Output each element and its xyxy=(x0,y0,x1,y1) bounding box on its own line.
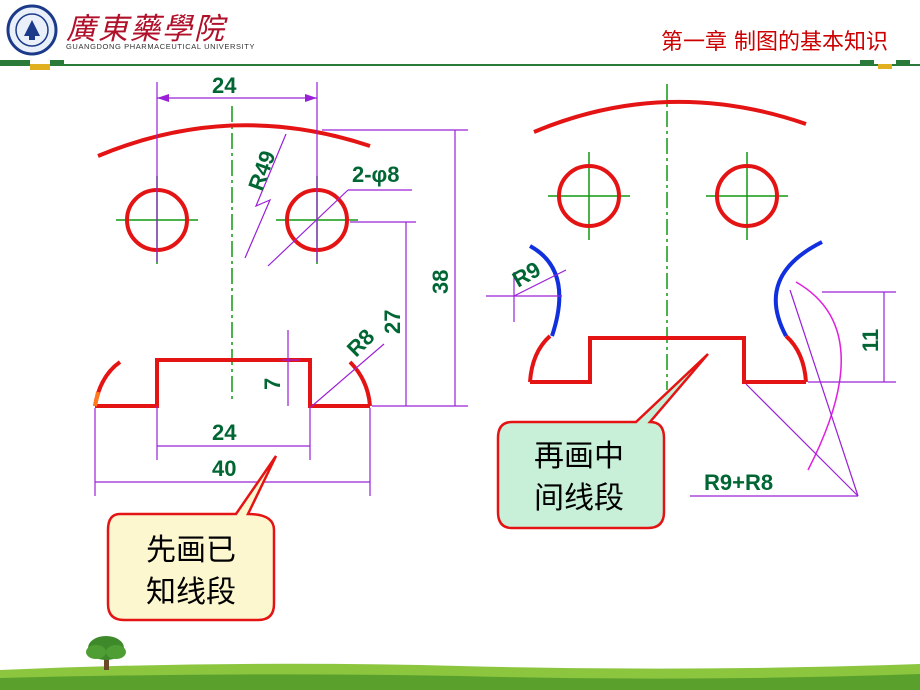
dim-step-height: 7 xyxy=(260,378,285,390)
dim-r8: R8 xyxy=(342,324,380,362)
dim-sum-radius: R9+R8 xyxy=(704,470,773,495)
dim-r49: R49 xyxy=(243,147,280,193)
sum-leader-a xyxy=(745,383,859,497)
left-figure: 24 R49 2-φ8 38 27 R8 7 24 40 xyxy=(93,73,468,496)
callout-right-line1: 再画中 xyxy=(534,439,624,474)
slide-header: 廣東藥學院 GUANGDONG PHARMACEUTICAL UNIVERSIT… xyxy=(0,0,920,70)
right-hole-right xyxy=(715,164,779,228)
right-big-arc xyxy=(533,99,807,134)
school-name-en: GUANGDONG PHARMACEUTICAL UNIVERSITY xyxy=(66,42,256,51)
right-right-red-arc xyxy=(784,334,808,383)
callout-left-bubble xyxy=(106,455,278,622)
dim-top-arrow-right xyxy=(305,94,317,102)
dim-slot-width: 24 xyxy=(212,420,237,445)
right-hole-left xyxy=(557,164,621,228)
dim-top-width: 24 xyxy=(212,73,237,98)
big-arc-r49 xyxy=(97,123,371,158)
dim-holes: 2-φ8 xyxy=(352,162,400,187)
left-blue-arc xyxy=(529,244,562,337)
right-bottom-profile xyxy=(530,336,806,384)
dim-height-11: 11 xyxy=(858,329,883,352)
right-left-red-arc xyxy=(528,334,552,383)
dim-height-total: 38 xyxy=(428,270,453,294)
chapter-title: 第一章 制图的基本知识 xyxy=(661,30,888,55)
dim-top-arrow-left xyxy=(157,94,169,102)
r8-leader xyxy=(311,343,385,407)
left-corner-arc xyxy=(93,360,122,407)
right-blue-arc xyxy=(773,240,823,337)
school-name-cn: 廣東藥學院 xyxy=(66,12,226,47)
left-corner-arc-tip xyxy=(93,391,100,407)
r49-leader xyxy=(244,133,287,259)
dim-height-mid: 27 xyxy=(380,310,405,334)
right-corner-arc xyxy=(348,360,372,407)
sum-leader-b xyxy=(789,289,859,497)
footer-grass-decoration xyxy=(0,636,920,690)
callout-right: 再画中 间线段 xyxy=(496,353,709,530)
r9-leader-diag xyxy=(513,269,567,297)
tree-icon xyxy=(86,636,126,670)
construction-arc xyxy=(795,281,842,471)
university-seal-icon xyxy=(6,4,58,56)
callout-right-bubble xyxy=(496,353,709,530)
dim-overall-width: 40 xyxy=(212,456,236,481)
holes-leader xyxy=(267,189,349,267)
callout-left-line2: 知线段 xyxy=(146,575,236,610)
callout-left: 先画已 知线段 xyxy=(106,455,278,622)
callout-left-line1: 先画已 xyxy=(146,533,236,568)
bottom-profile xyxy=(95,358,370,408)
callout-right-line2: 间线段 xyxy=(534,481,624,516)
header-divider xyxy=(0,60,920,70)
